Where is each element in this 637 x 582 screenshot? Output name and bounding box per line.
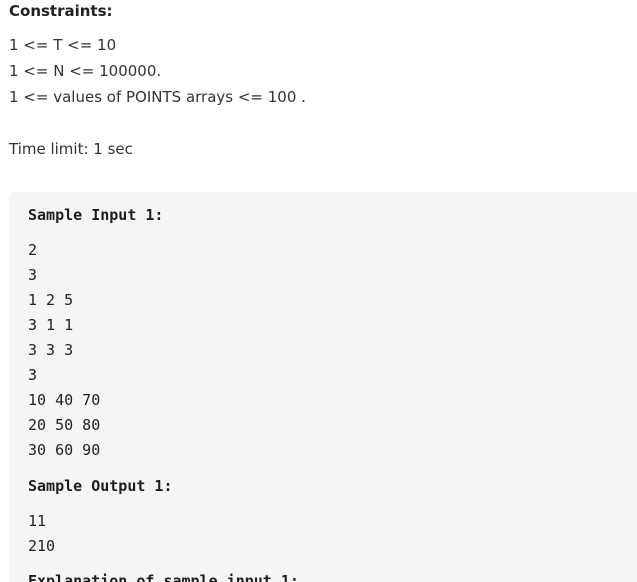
sample-input-line: 1 2 5 xyxy=(28,291,74,309)
explanation-heading: Explanation of sample input 1: xyxy=(28,572,299,582)
sample-input-line: 3 xyxy=(28,366,38,384)
sample-input-heading: Sample Input 1: xyxy=(28,206,164,224)
sample-box xyxy=(9,192,637,582)
constraints-title: Constraints: xyxy=(9,2,113,20)
sample-input-line: 30 60 90 xyxy=(28,441,101,459)
sample-input-line: 20 50 80 xyxy=(28,416,101,434)
sample-input-line: 3 3 3 xyxy=(28,341,74,359)
constraint-line: 1 <= T <= 10 xyxy=(9,36,117,54)
constraint-line: 1 <= N <= 100000. xyxy=(9,62,162,80)
sample-input-line: 3 1 1 xyxy=(28,316,74,334)
sample-output-line: 11 xyxy=(28,512,47,530)
time-limit: Time limit: 1 sec xyxy=(9,140,133,158)
sample-input-line: 2 xyxy=(28,241,38,259)
sample-output-line: 210 xyxy=(28,537,56,555)
sample-input-line: 10 40 70 xyxy=(28,391,101,409)
sample-output-heading: Sample Output 1: xyxy=(28,477,173,495)
sample-input-line: 3 xyxy=(28,266,38,284)
constraint-line: 1 <= values of POINTS arrays <= 100 . xyxy=(9,88,306,106)
